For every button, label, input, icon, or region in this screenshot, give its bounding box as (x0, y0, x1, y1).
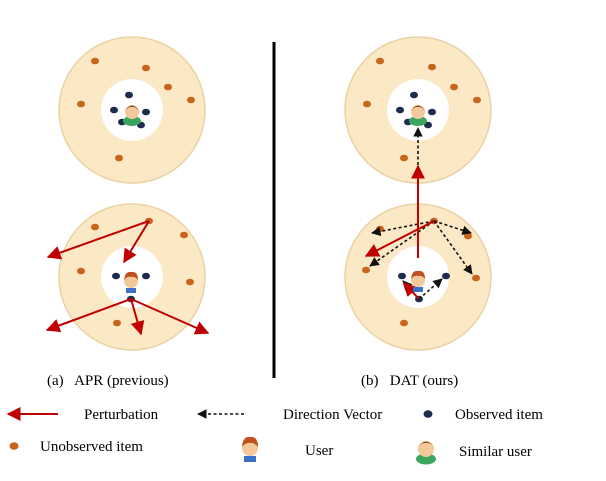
legend-unobserved-item-label: Unobserved item (40, 439, 143, 455)
similar-user-icon (409, 105, 427, 126)
user-icon (124, 271, 138, 293)
caption-apr: (a) APR (previous) (47, 373, 169, 389)
dat-top-unobserved-items (363, 57, 481, 162)
legend: Perturbation Direction Vector Observed i… (6, 407, 543, 465)
similar-user-legend-icon (416, 441, 436, 465)
legend-perturbation-label: Perturbation (84, 407, 159, 423)
legend-direction-vector-label: Direction Vector (283, 407, 382, 423)
similar-user-icon (123, 105, 141, 126)
user-icon (411, 270, 425, 292)
legend-similar-user-label: Similar user (459, 444, 532, 460)
unobserved-item-legend-icon (9, 442, 19, 450)
apr-bottom-unobserved-items (77, 217, 194, 327)
legend-user-label: User (305, 443, 333, 459)
legend-observed-item-label: Observed item (455, 407, 543, 423)
observed-item-legend-icon (423, 410, 433, 418)
dat-perturbation-arrows (364, 164, 435, 300)
apr-perturbation-arrows (45, 220, 210, 336)
caption-dat: (b) DAT (ours) (361, 373, 458, 389)
apr-top-unobserved-items (77, 57, 195, 162)
user-legend-icon (242, 436, 258, 462)
dat-top-observed-items (396, 91, 436, 129)
